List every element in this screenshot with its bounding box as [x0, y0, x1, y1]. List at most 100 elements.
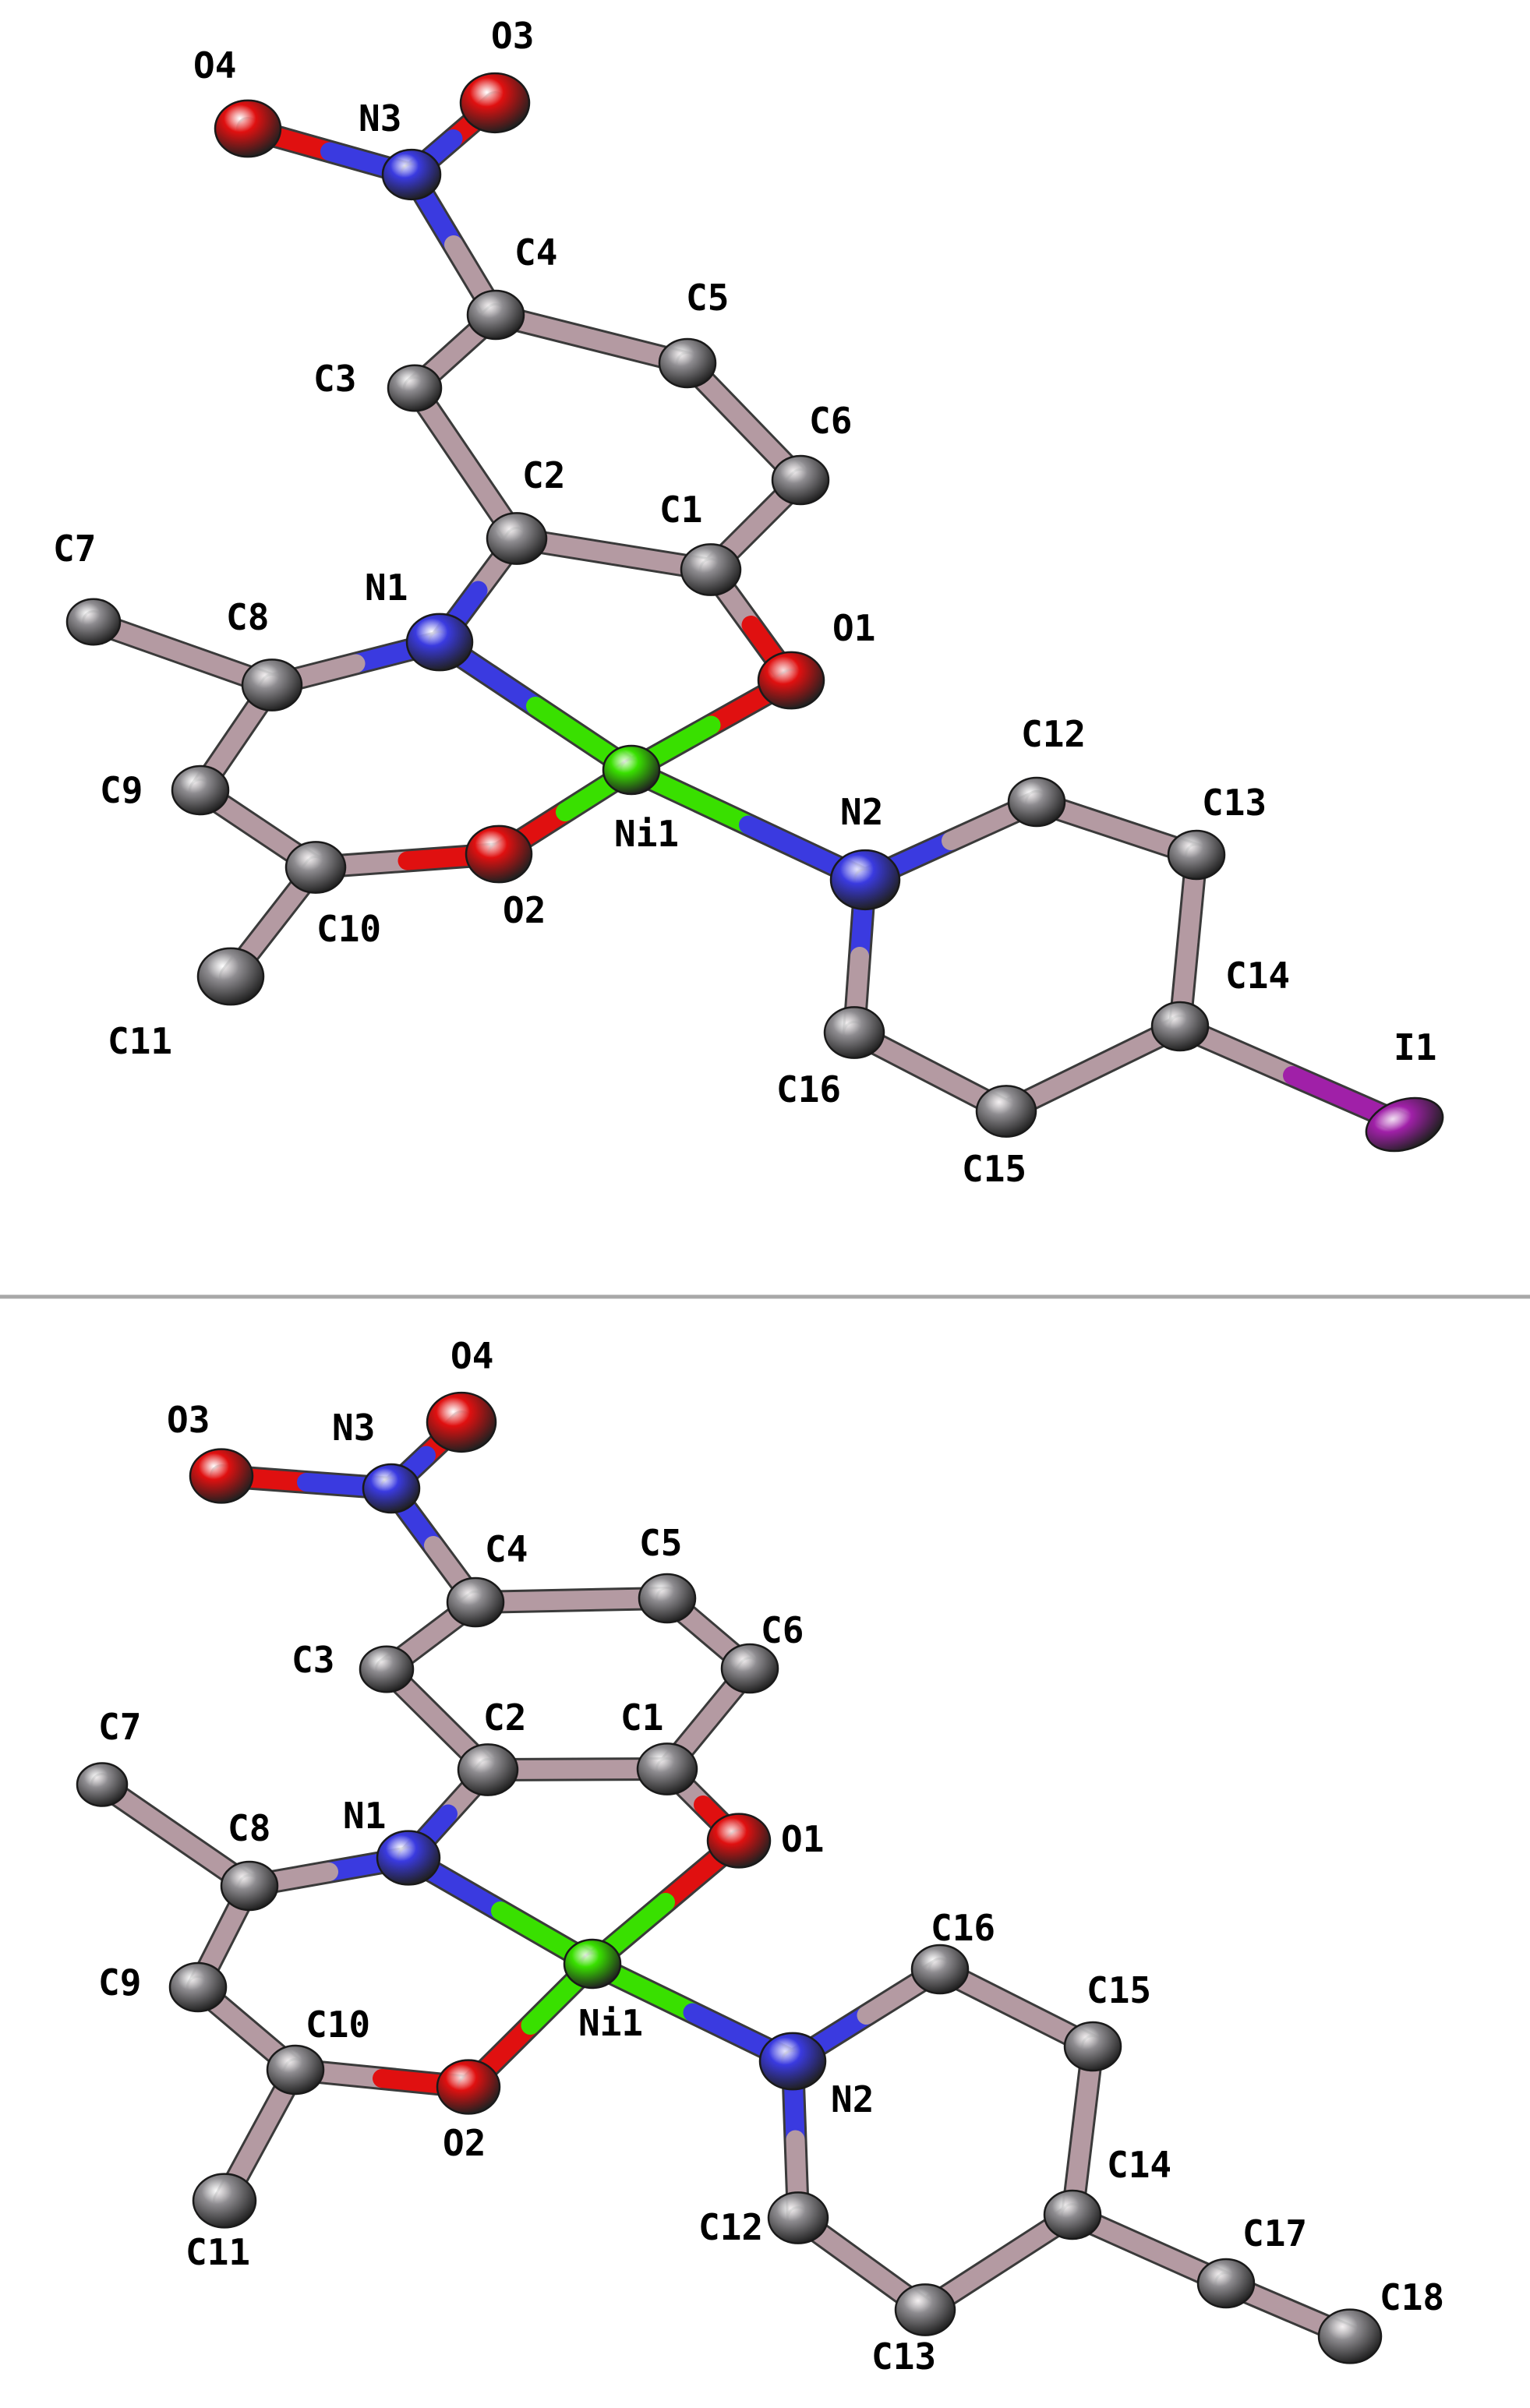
- atom-o3: [189, 1448, 254, 1504]
- atom-ni1: [563, 1938, 622, 1990]
- atom-label-c6: C6: [761, 1609, 804, 1651]
- atom-c15: [1063, 2021, 1122, 2072]
- bonds-layer: [82, 91, 1416, 1136]
- atom-c3: [359, 1645, 415, 1693]
- atom-c12: [1007, 776, 1066, 828]
- atom-label-c9: C9: [100, 769, 143, 811]
- atom-c1: [680, 543, 742, 596]
- atom-c5: [638, 1573, 697, 1624]
- atom-label-c10: C10: [316, 908, 381, 950]
- atom-label-c1: C1: [620, 1697, 663, 1739]
- atom-label-c4: C4: [485, 1528, 528, 1570]
- bond-c13-c14: [1168, 843, 1208, 1038]
- atom-i1: [1365, 1096, 1444, 1153]
- atom-c6: [771, 454, 830, 506]
- atom-label-n3: N3: [359, 97, 401, 139]
- atom-label-c16: C16: [931, 1907, 995, 1949]
- atom-label-c14: C14: [1107, 2144, 1171, 2186]
- atom-label-c2: C2: [522, 454, 565, 496]
- atom-n1: [376, 1830, 441, 1886]
- bond-c4-c5: [484, 303, 699, 375]
- atom-label-c13: C13: [1202, 782, 1267, 824]
- bond-n1-ni1: [428, 630, 643, 782]
- atom-label-o4: O4: [451, 1335, 493, 1377]
- atom-label-c10: C10: [306, 2004, 370, 2046]
- atom-label-o2: O2: [443, 2122, 486, 2164]
- atom-label-c5: C5: [686, 277, 729, 319]
- atom-label-c8: C8: [228, 1807, 270, 1849]
- bond-n1-ni1: [397, 1846, 604, 1975]
- atom-label-o4: O4: [193, 44, 236, 87]
- atom-o2: [436, 2059, 501, 2115]
- atom-label-c8: C8: [226, 596, 269, 638]
- atom-label-n1: N1: [343, 1795, 386, 1837]
- atom-o1: [757, 651, 825, 710]
- atom-label-o3: O3: [491, 15, 534, 57]
- atom-c16: [823, 1006, 885, 1059]
- atom-label-c7: C7: [98, 1706, 141, 1748]
- atom-c18: [1317, 2308, 1383, 2364]
- atom-o2: [465, 824, 533, 884]
- atom-label-c17: C17: [1242, 2212, 1307, 2254]
- atom-label-c16: C16: [776, 1068, 841, 1110]
- atom-c8: [220, 1860, 279, 1912]
- atom-o4: [426, 1391, 497, 1453]
- atom-n2: [758, 2032, 827, 2091]
- atom-n3: [381, 148, 442, 201]
- atom-c4: [446, 1576, 505, 1628]
- atom-c13: [894, 2283, 956, 2336]
- atom-label-n3: N3: [332, 1407, 375, 1449]
- atom-c14: [1150, 1001, 1210, 1052]
- atom-label-c1: C1: [659, 489, 702, 531]
- atom-label-c9: C9: [98, 1961, 141, 2004]
- atom-label-c7: C7: [53, 528, 96, 570]
- atom-label-ni1: Ni1: [578, 2002, 643, 2044]
- atom-c14: [1043, 2189, 1102, 2240]
- atom-label-i1: I1: [1394, 1026, 1436, 1068]
- atom-o4: [214, 99, 282, 158]
- atom-label-o2: O2: [503, 889, 546, 931]
- atom-o1: [706, 1813, 772, 1869]
- atom-c16: [910, 1944, 970, 1995]
- atom-label-o1: O1: [781, 1818, 824, 1860]
- bond-c15-c14: [1061, 2035, 1104, 2226]
- atom-label-o3: O3: [167, 1399, 210, 1441]
- atoms-layer: [65, 72, 1444, 1153]
- atom-label-c15: C15: [1087, 1969, 1151, 2011]
- atom-label-c12: C12: [698, 2206, 763, 2248]
- atoms-layer: [76, 1391, 1383, 2364]
- atom-n3: [362, 1463, 421, 1514]
- atom-label-c13: C13: [871, 2336, 936, 2378]
- atom-label-c11: C11: [186, 2231, 250, 2273]
- atom-c5: [658, 337, 717, 389]
- atom-c15: [975, 1085, 1037, 1138]
- atom-label-c4: C4: [514, 231, 557, 274]
- atom-c10: [266, 2044, 325, 2096]
- atom-c10: [284, 841, 347, 894]
- atom-label-c5: C5: [639, 1522, 682, 1564]
- atom-c7: [76, 1762, 129, 1807]
- atom-label-o1: O1: [832, 607, 875, 649]
- atom-c2: [457, 1743, 519, 1796]
- atom-label-c11: C11: [108, 1020, 172, 1062]
- atom-label-n1: N1: [365, 567, 408, 609]
- atom-label-n2: N2: [840, 791, 883, 833]
- atom-label-c14: C14: [1225, 955, 1290, 997]
- atom-c12: [767, 2191, 829, 2244]
- atom-c11: [192, 2173, 257, 2229]
- atom-label-ni1: Ni1: [614, 813, 679, 855]
- atom-label-c18: C18: [1380, 2276, 1444, 2318]
- atom-c11: [196, 947, 265, 1006]
- atom-c6: [720, 1643, 779, 1694]
- atom-label-c6: C6: [809, 400, 852, 442]
- atom-n2: [829, 849, 901, 911]
- atom-ni1: [602, 744, 661, 796]
- atom-label-n2: N2: [831, 2078, 874, 2120]
- atom-label-c12: C12: [1021, 713, 1086, 755]
- atom-c4: [466, 289, 525, 341]
